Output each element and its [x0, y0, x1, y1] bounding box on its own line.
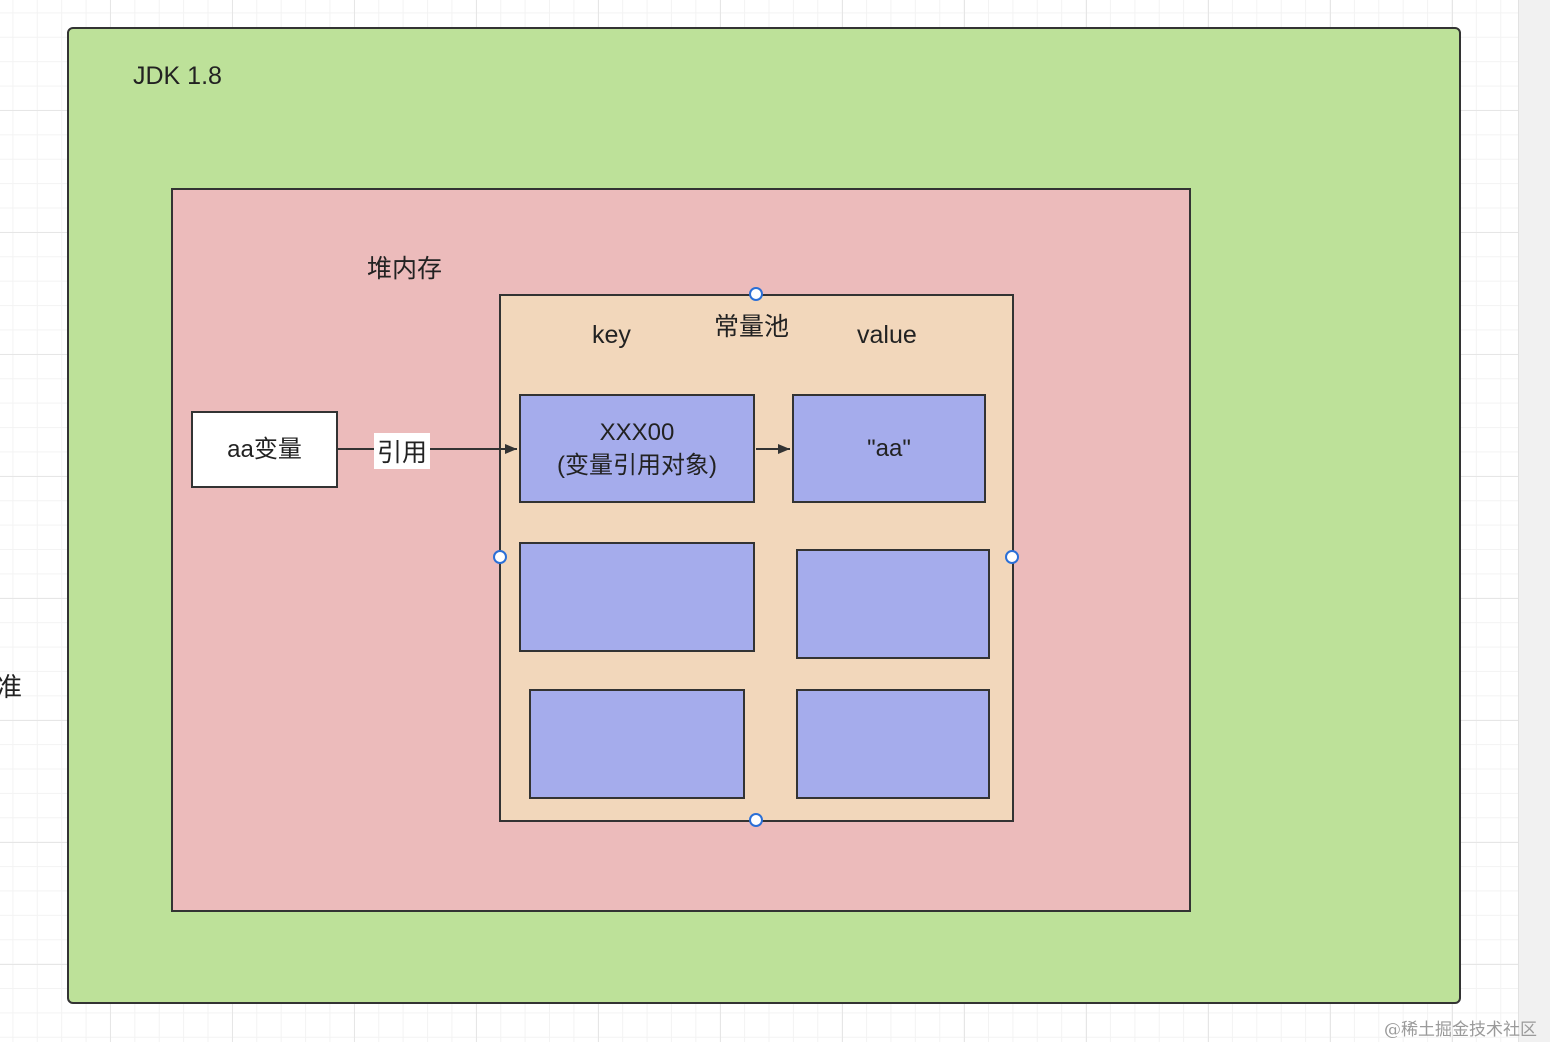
- constant-pool-label: 常量池: [714, 313, 790, 341]
- pool-key-cell-2[interactable]: [519, 542, 755, 652]
- circle-handle-icon[interactable]: [749, 287, 763, 301]
- pool-value-cell-2[interactable]: [796, 549, 990, 659]
- pool-key-cell-1-line2: (变量引用对象): [557, 451, 717, 479]
- pool-key-cell-1[interactable]: XXX00 (变量引用对象): [519, 394, 755, 503]
- pool-key-cell-1-line1: XXX00: [599, 418, 675, 446]
- left-cut-text-line1: ]: [0, 628, 1, 659]
- jdk-label: JDK 1.8: [133, 62, 222, 90]
- pool-value-cell-1[interactable]: "aa": [792, 394, 986, 503]
- circle-handle-icon[interactable]: [1005, 550, 1019, 564]
- value-header: value: [857, 321, 917, 349]
- pool-value-cell-3[interactable]: [796, 689, 990, 799]
- reference-edge-label: 引用: [374, 433, 430, 469]
- key-header: key: [592, 321, 631, 349]
- watermark: @稀土掘金技术社区: [1384, 1020, 1537, 1040]
- circle-handle-icon[interactable]: [493, 550, 507, 564]
- pool-key-cell-3[interactable]: [529, 689, 745, 799]
- heap-memory-label: 堆内存: [367, 255, 443, 283]
- right-scrollbar-track[interactable]: [1518, 0, 1550, 1042]
- circle-handle-icon[interactable]: [749, 813, 763, 827]
- aa-variable-box[interactable]: aa变量: [191, 411, 338, 488]
- aa-variable-label: aa变量: [227, 436, 302, 463]
- pool-value-cell-1-text: "aa": [867, 435, 911, 462]
- left-cut-text-line2: 准: [0, 672, 23, 702]
